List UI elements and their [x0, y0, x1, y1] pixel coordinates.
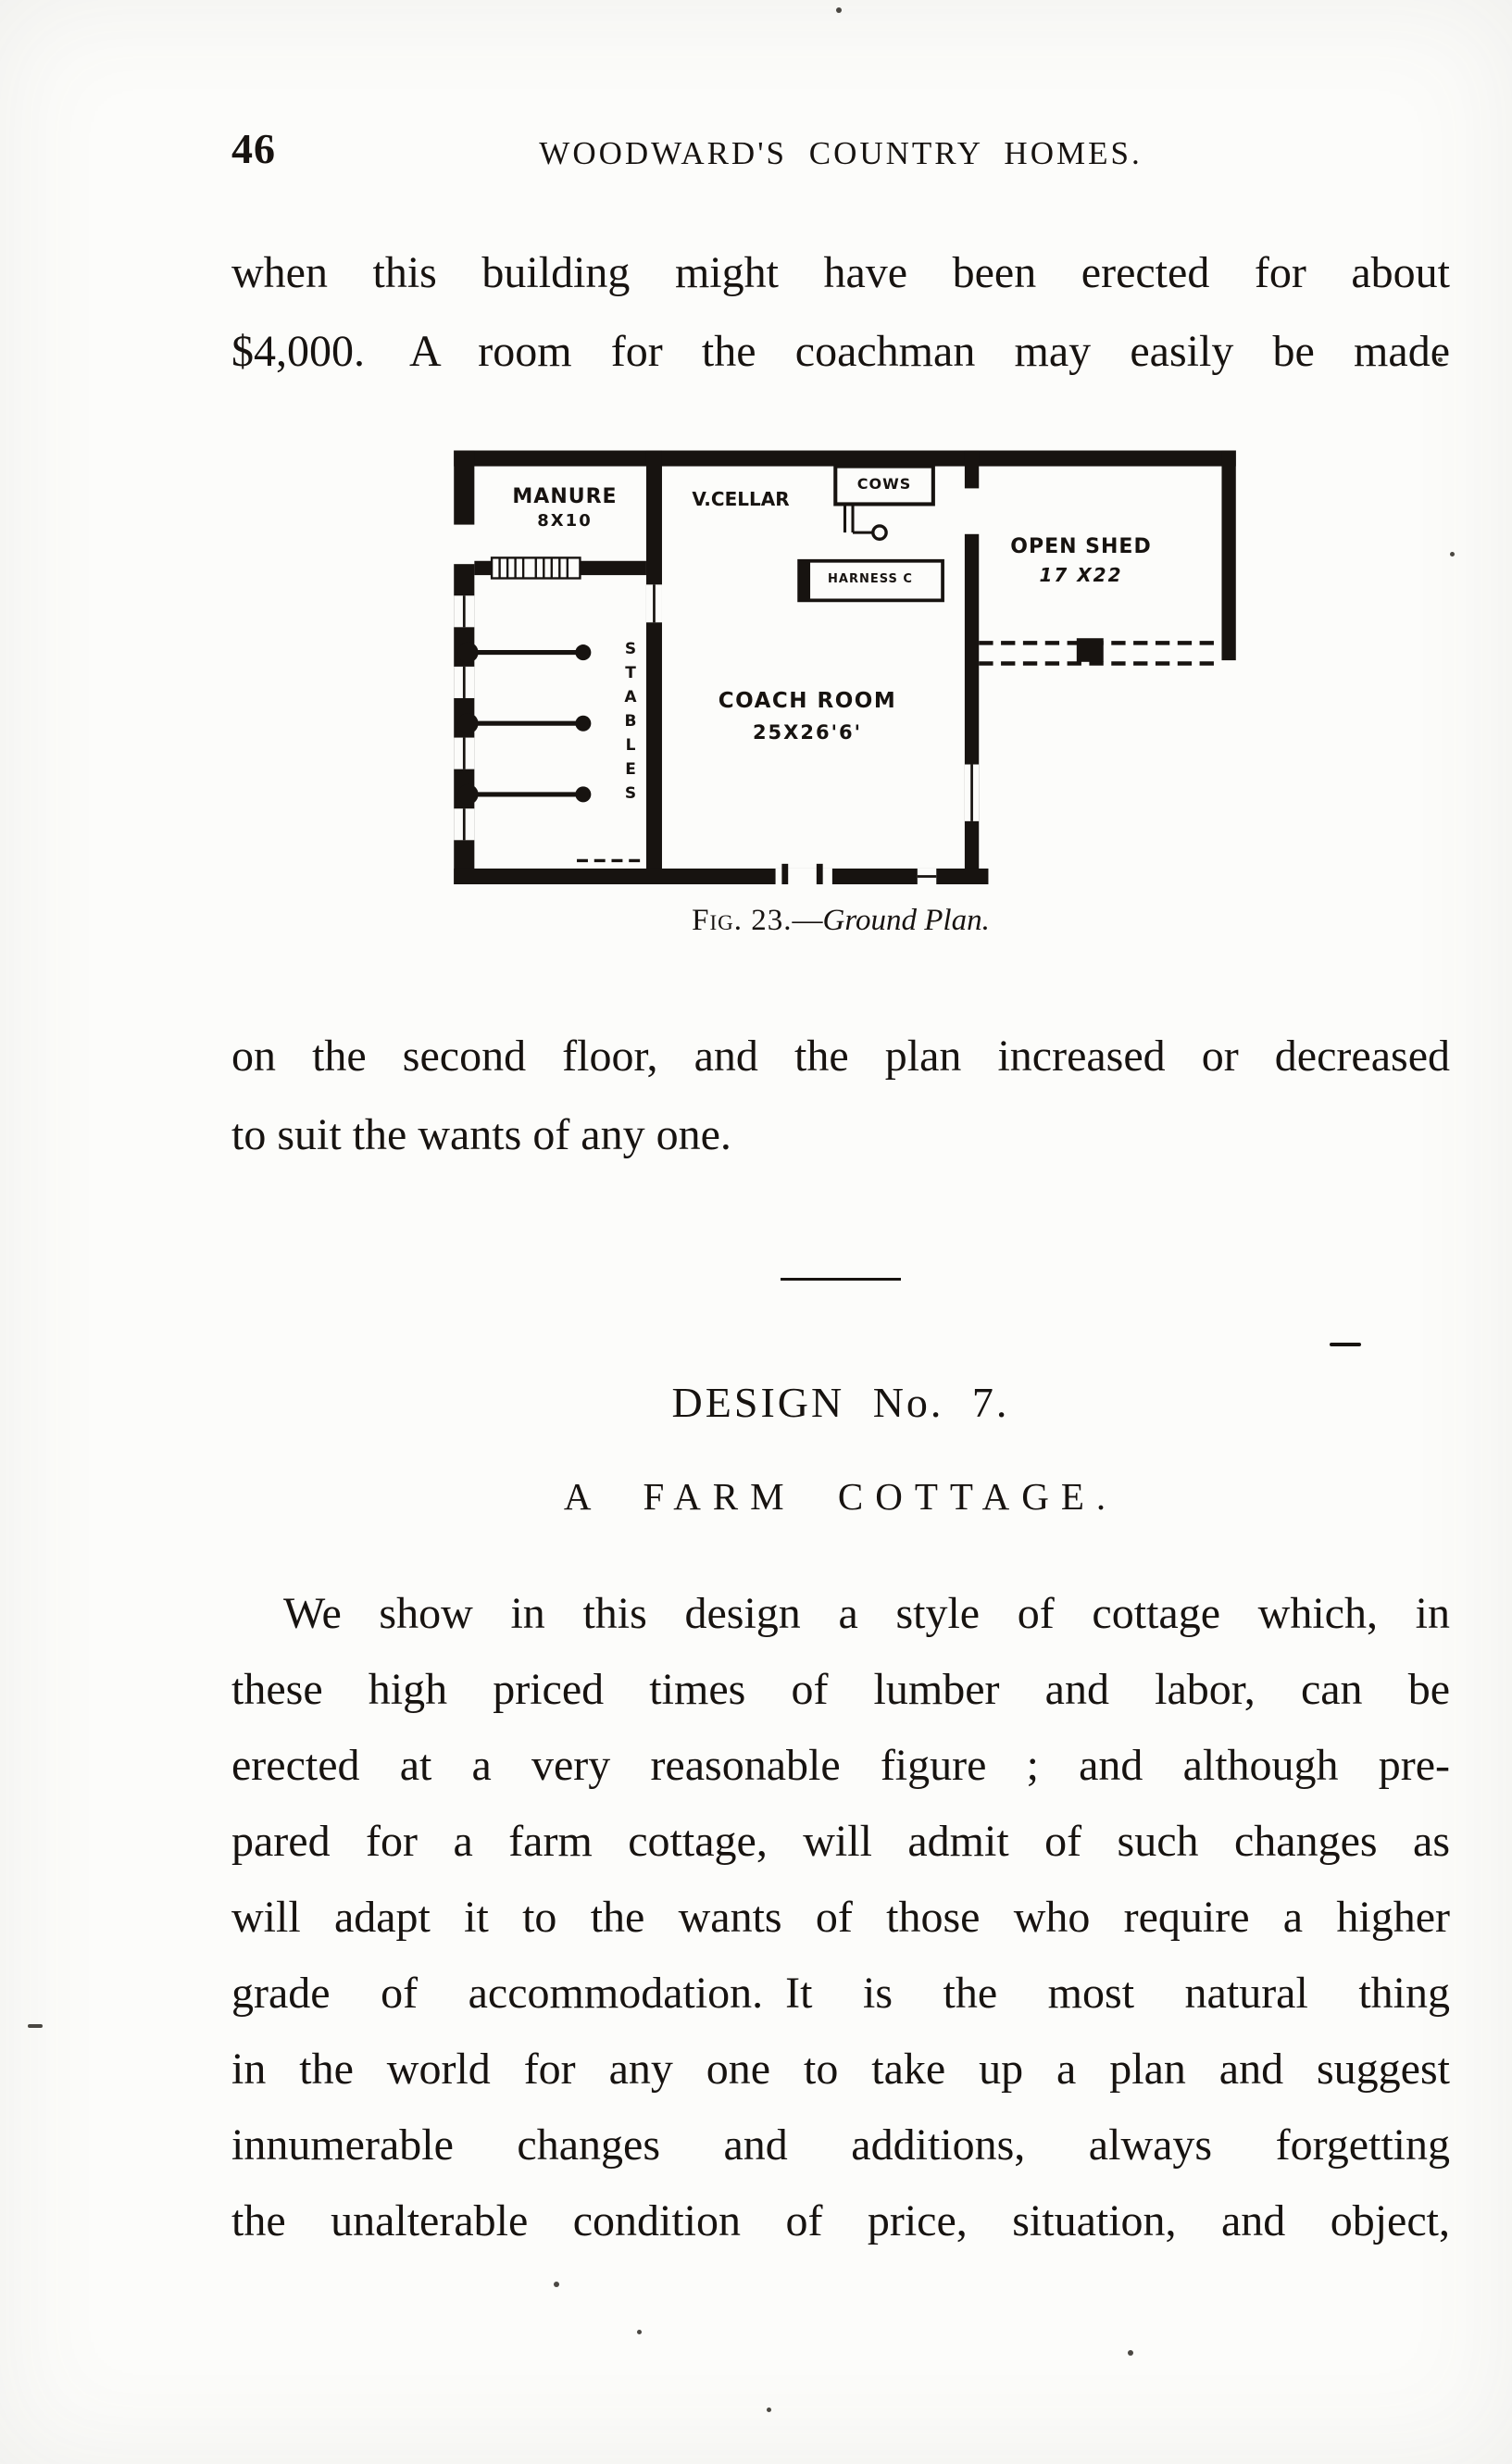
ink-speck	[1128, 2350, 1133, 2356]
page-number: 46	[231, 125, 276, 172]
caption-dash: —	[792, 904, 823, 937]
room-label-stables: STABLES	[621, 640, 640, 808]
text-line: on the second floor, and the plan increa…	[231, 1032, 1450, 1081]
room-size: 8X10	[537, 511, 593, 532]
paragraph-middle: on the second floor, and the plan increa…	[231, 1017, 1450, 1174]
ink-speck	[836, 7, 842, 13]
room-label-cows: COWS	[856, 475, 912, 493]
design-subheading: A FARM COTTAGE.	[563, 1475, 1118, 1518]
coach-door-ticks	[781, 863, 823, 884]
text-line: to suit the wants of any one.	[231, 1110, 731, 1159]
text-line: erected at a very reasonable figure ; an…	[231, 1741, 1450, 1790]
room-label-manure: MANURE 8X10	[483, 485, 646, 532]
ink-speck	[637, 2330, 642, 2334]
text-line: in the world for any one to take up a pl…	[231, 2045, 1450, 2094]
text-line: $4,000. A room for the coachman may easi…	[231, 327, 1450, 376]
room-size: 17 X22	[1039, 564, 1123, 587]
figure-title: Ground Plan.	[822, 904, 990, 937]
running-head: WOODWARD'S COUNTRY HOMES.	[539, 135, 1143, 171]
design-heading: DESIGN No. 7.	[671, 1379, 1010, 1426]
ink-speck	[554, 2282, 559, 2287]
room-name: OPEN SHED	[1010, 535, 1152, 558]
ink-speck	[1450, 552, 1455, 557]
harness-closet	[797, 558, 944, 603]
room-size: 25X26'6'	[752, 721, 863, 744]
text-line: innumerable changes and additions, alway…	[231, 2120, 1450, 2170]
text-line: these high priced times of lumber and la…	[231, 1665, 1450, 1714]
room-name: MANURE	[512, 485, 618, 508]
stray-dash-mark	[1330, 1343, 1361, 1346]
room-label-coach-room: COACH ROOM 25X26'6'	[678, 689, 937, 744]
section-divider-rule	[781, 1278, 901, 1281]
cows-stall	[833, 464, 935, 541]
stable-window-grille	[490, 557, 581, 580]
figure-caption: Fig. 23.—Ground Plan.	[231, 904, 1450, 938]
room-label-harness: HARNESS C	[828, 572, 913, 586]
text-line: We show in this design a style of cottag…	[283, 1589, 1450, 1638]
ink-speck	[767, 2408, 771, 2412]
stall-dividers	[457, 642, 592, 805]
text-line: will adapt it to the wants of those who …	[231, 1893, 1450, 1942]
text-line: grade of accommodation. It is the most n…	[231, 1969, 1450, 2018]
shed-post	[1076, 638, 1104, 662]
room-name: COACH ROOM	[718, 689, 897, 713]
paragraph-body: We show in this design a style of cottag…	[231, 1576, 1450, 2259]
floor-plan-figure: MANURE 8X10 V.CELLAR COWS HARNESS C OPEN…	[444, 443, 1245, 884]
plan-walls	[454, 450, 1236, 884]
room-label-vcellar: V.CELLAR	[692, 488, 790, 510]
ink-speck	[1438, 357, 1443, 362]
text-line: pared for a farm cottage, will admit of …	[231, 1817, 1450, 1866]
text-line: the unalterable condition of price, situ…	[231, 2196, 1450, 2245]
room-label-open-shed: OPEN SHED 17 X22	[981, 535, 1181, 586]
text-line: when this building might have been erect…	[231, 248, 1450, 297]
floor-plan-drawing	[454, 450, 1236, 884]
paragraph-top: when this building might have been erect…	[231, 233, 1450, 391]
plan-door-jambs	[462, 584, 973, 878]
ink-speck	[28, 2024, 43, 2028]
figure-number: Fig. 23.	[692, 904, 793, 937]
